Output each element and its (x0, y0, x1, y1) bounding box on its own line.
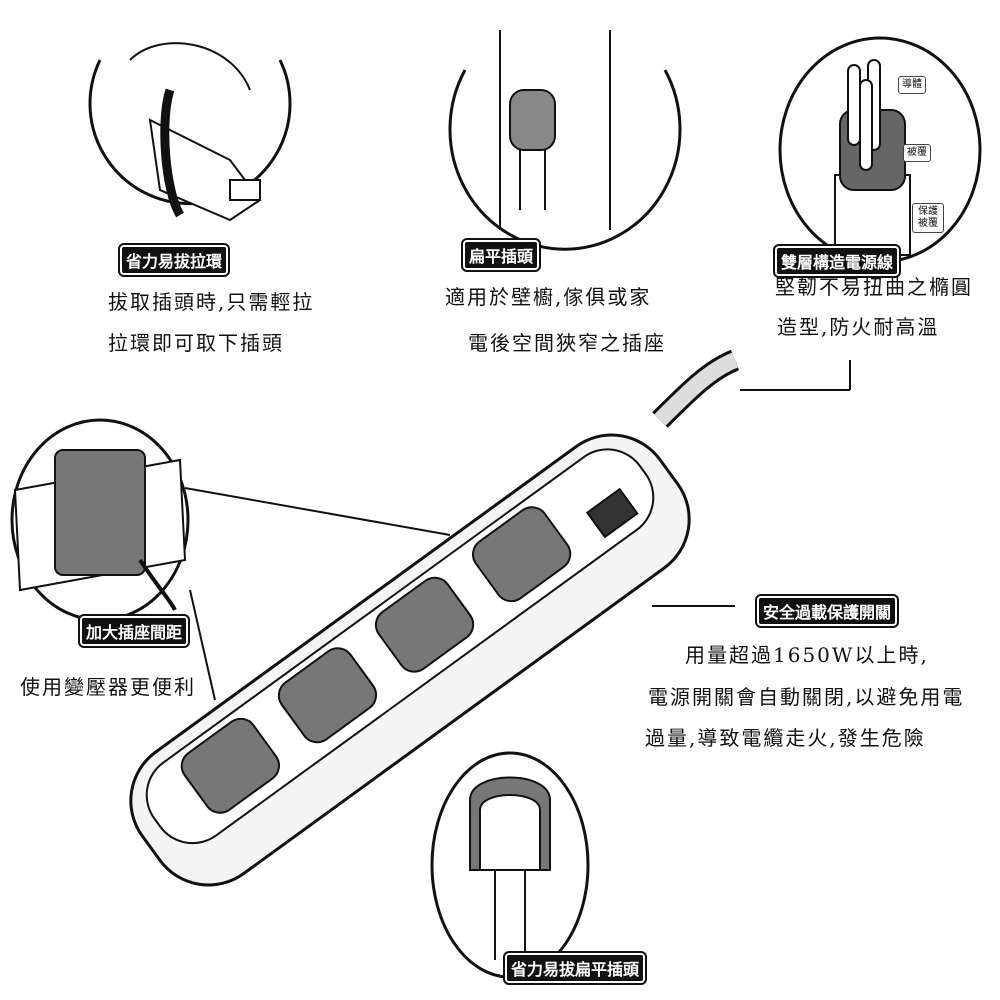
pull-ring-desc-line2: 拉環即可取下插頭 (108, 331, 284, 355)
double-cable-desc-line2: 造型,防火耐高溫 (777, 315, 940, 339)
hand-plug-illustration (129, 42, 262, 222)
easy-flat-plug-illustration (469, 776, 551, 960)
overload-switch-desc-line2: 電源開關會自動關閉,以避免用電 (648, 685, 965, 709)
overload-switch-desc-line1: 用量超過1650W以上時, (685, 643, 929, 667)
power-strip (129, 433, 691, 887)
double-cable-label: 雙層構造電源線 (775, 246, 900, 276)
cable-part-protective-sheath: 保護被覆 (912, 203, 944, 233)
overload-switch-label: 安全過載保護開關 (757, 596, 898, 626)
double-cable-desc-line1: 堅韌不易扭曲之橢圓 (775, 275, 973, 299)
flat-plug-illustration (499, 30, 611, 230)
pull-ring-label: 省力易拔拉環 (120, 245, 229, 275)
flat-plug-desc-line2: 電後空間狹窄之插座 (468, 331, 666, 355)
pull-ring-desc-line1: 拔取插頭時,只需輕拉 (108, 290, 315, 314)
leader-lines (184, 360, 851, 701)
wide-spacing-desc: 使用變壓器更便利 (20, 675, 196, 699)
overload-switch-desc-line3: 過量,導致電纜走火,發生危險 (645, 726, 926, 750)
easy-flat-plug-label: 省力易拔扁平插頭 (505, 953, 646, 983)
flat-plug-label: 扁平插頭 (463, 240, 540, 270)
adapter-illustration (13, 449, 187, 611)
outlet (180, 506, 572, 814)
flat-plug-desc-line1: 適用於壁櫥,傢俱或家 (445, 285, 652, 309)
wide-spacing-label: 加大插座間距 (80, 616, 189, 646)
overload-switch (585, 487, 639, 539)
cable-part-conductor: 導體 (898, 76, 926, 94)
cable-part-insulation: 被覆 (903, 144, 931, 162)
flat-plug-detail-circle (448, 69, 682, 251)
cable-cross-section-illustration (834, 59, 911, 256)
